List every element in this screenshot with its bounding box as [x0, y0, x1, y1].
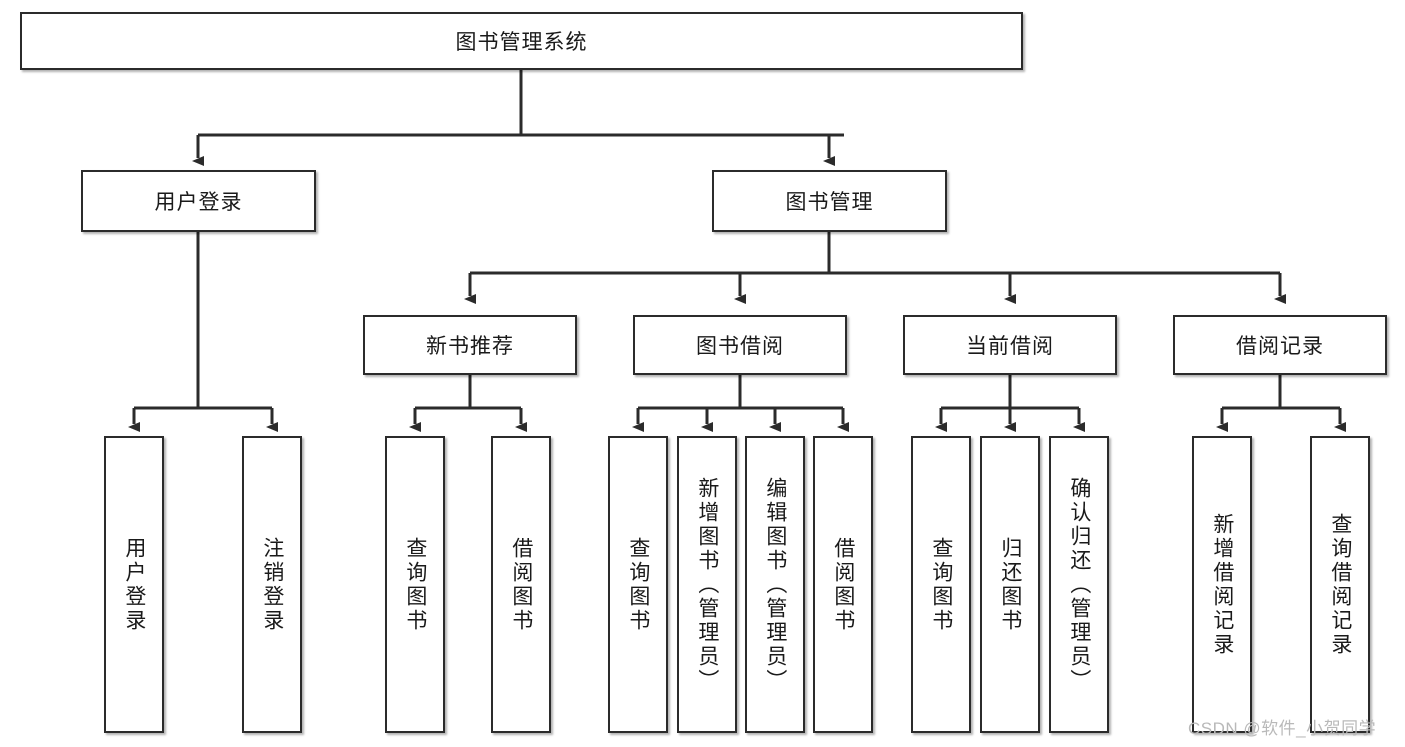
- node-label: 归还图书: [998, 536, 1022, 633]
- node-label: 图书管理: [785, 191, 874, 214]
- node-label: 查询图书: [929, 536, 953, 633]
- node-label: 查询借阅记录: [1328, 512, 1352, 657]
- leaf-edit-book-admin[interactable]: 编辑图书（管理员）: [745, 436, 805, 733]
- node-label: 查询图书: [626, 536, 650, 633]
- node-label: 用户登录: [154, 191, 243, 214]
- leaf-user-login[interactable]: 用户登录: [104, 436, 164, 733]
- node-label: 注销登录: [260, 536, 284, 633]
- leaf-confirm-return-admin[interactable]: 确认归还（管理员）: [1049, 436, 1109, 733]
- node-borrow-record[interactable]: 借阅记录: [1173, 315, 1387, 375]
- node-book-borrow[interactable]: 图书借阅: [633, 315, 847, 375]
- node-label: 编辑图书（管理员）: [763, 476, 787, 693]
- leaf-return-book[interactable]: 归还图书: [980, 436, 1040, 733]
- leaf-add-book-admin[interactable]: 新增图书（管理员）: [677, 436, 737, 733]
- leaf-query-borrow-record[interactable]: 查询借阅记录: [1310, 436, 1370, 733]
- leaf-query-book-borrow[interactable]: 查询图书: [608, 436, 668, 733]
- node-current-borrow[interactable]: 当前借阅: [903, 315, 1117, 375]
- node-label: 新书推荐: [426, 335, 514, 358]
- node-label: 借阅记录: [1236, 335, 1324, 358]
- leaf-borrow-book-recommend[interactable]: 借阅图书: [491, 436, 551, 733]
- node-label: 图书管理系统: [455, 31, 588, 54]
- node-label: 当前借阅: [966, 335, 1054, 358]
- node-label: 新增图书（管理员）: [695, 476, 719, 693]
- node-new-book-recommend[interactable]: 新书推荐: [363, 315, 577, 375]
- leaf-add-borrow-record[interactable]: 新增借阅记录: [1192, 436, 1252, 733]
- leaf-query-book-current[interactable]: 查询图书: [911, 436, 971, 733]
- csdn-watermark: CSDN @软件_小贺同学: [1188, 719, 1377, 738]
- node-label: 用户登录: [122, 536, 146, 633]
- leaf-user-logout[interactable]: 注销登录: [242, 436, 302, 733]
- node-label: 图书借阅: [696, 335, 784, 358]
- node-root-system[interactable]: 图书管理系统: [20, 12, 1023, 70]
- node-label: 查询图书: [403, 536, 427, 633]
- leaf-borrow-book[interactable]: 借阅图书: [813, 436, 873, 733]
- node-book-management[interactable]: 图书管理: [712, 170, 947, 232]
- node-label: 借阅图书: [831, 536, 855, 633]
- node-label: 借阅图书: [509, 536, 533, 633]
- node-label: 确认归还（管理员）: [1067, 476, 1091, 693]
- leaf-query-book-recommend[interactable]: 查询图书: [385, 436, 445, 733]
- node-user-login[interactable]: 用户登录: [81, 170, 316, 232]
- node-label: 新增借阅记录: [1210, 512, 1234, 657]
